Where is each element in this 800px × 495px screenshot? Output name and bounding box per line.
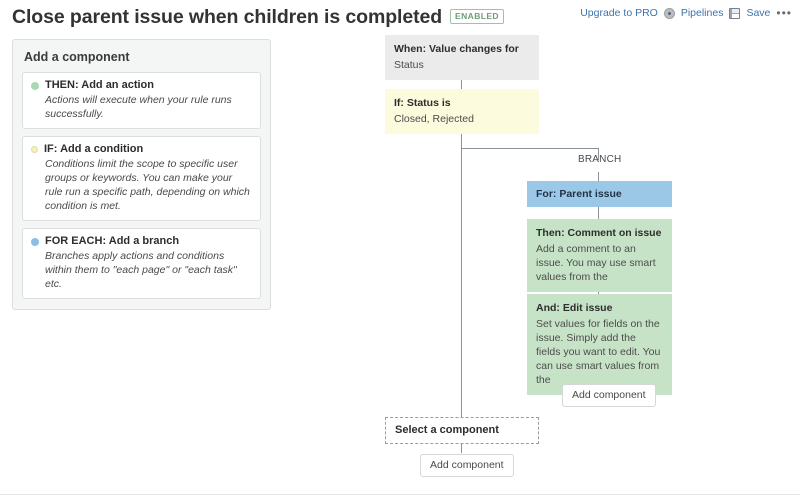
add-component-button-main[interactable]: Add component [420, 454, 514, 477]
flow-node-subtitle: Closed, Rejected [394, 113, 474, 125]
component-option-title: FOR EACH: Add a branch [45, 235, 180, 247]
blue-dot-icon [31, 238, 39, 246]
select-a-component-placeholder[interactable]: Select a component [385, 417, 539, 444]
connector-fork-right-leg [598, 148, 599, 160]
flow-node-title: For: Parent issue [536, 188, 622, 200]
connector-select-to-add-component [461, 440, 462, 453]
header-actions: Upgrade to PRO Pipelines Save ••• [580, 7, 792, 19]
flow-node-title: Then: Comment on issue [536, 227, 662, 239]
flow-node-then[interactable]: Then: Comment on issue Add a comment to … [527, 219, 672, 292]
flow-node-title: And: Edit issue [536, 302, 613, 314]
pipelines-link[interactable]: Pipelines [680, 7, 724, 19]
yellow-dot-icon [31, 146, 38, 153]
component-option-description: Actions will execute when your rule runs… [45, 94, 232, 120]
component-option-title: THEN: Add an action [45, 79, 154, 91]
component-option-for-each[interactable]: FOR EACH: Add a branch Branches apply ac… [22, 228, 261, 299]
save-button[interactable]: Save [746, 7, 771, 19]
flow-node-subtitle: Status [394, 59, 424, 71]
component-option-description: Branches apply actions and conditions wi… [45, 250, 237, 290]
flow-node-subtitle: Set values for fields on the issue. Simp… [536, 318, 661, 386]
flow-node-subtitle: Add a comment to an issue. You may use s… [536, 243, 656, 283]
component-option-header: FOR EACH: Add a branch [31, 235, 252, 248]
flow-node-if[interactable]: If: Status is Closed, Rejected [385, 89, 539, 134]
connector-branch-to-for [598, 172, 599, 181]
add-component-panel: Add a component THEN: Add an action Acti… [12, 39, 271, 310]
component-option-description: Conditions limit the scope to specific u… [45, 158, 250, 212]
status-badge: ENABLED [450, 9, 504, 24]
add-component-button-branch[interactable]: Add component [562, 384, 656, 407]
connector-fork-left-leg [461, 148, 462, 418]
more-options-icon[interactable]: ••• [776, 6, 792, 20]
connector-for-to-then [598, 203, 599, 219]
component-option-if[interactable]: IF: Add a condition Conditions limit the… [22, 136, 261, 221]
add-component-panel-title: Add a component [24, 50, 130, 64]
flow-node-title: When: Value changes for [394, 43, 519, 55]
pipelines-icon [663, 7, 675, 19]
upgrade-to-pro-link[interactable]: Upgrade to PRO [580, 7, 658, 19]
page-title-text: Close parent issue when children is comp… [12, 6, 443, 28]
flow-node-title: If: Status is [394, 97, 451, 109]
connector-when-to-if [461, 73, 462, 94]
component-option-then[interactable]: THEN: Add an action Actions will execute… [22, 72, 261, 129]
component-option-header: THEN: Add an action [31, 79, 252, 92]
flow-node-when[interactable]: When: Value changes for Status [385, 35, 539, 80]
save-icon [729, 7, 741, 19]
connector-fork-bar [461, 148, 599, 149]
green-dot-icon [31, 82, 39, 90]
page-title: Close parent issue when children is comp… [12, 6, 504, 29]
flow-node-for[interactable]: For: Parent issue [527, 181, 672, 207]
component-option-header: IF: Add a condition [31, 143, 252, 156]
connector-if-to-fork [461, 127, 462, 149]
flow-node-and[interactable]: And: Edit issue Set values for fields on… [527, 294, 672, 395]
branch-label: BRANCH [578, 154, 622, 165]
component-option-title: IF: Add a condition [44, 143, 144, 155]
